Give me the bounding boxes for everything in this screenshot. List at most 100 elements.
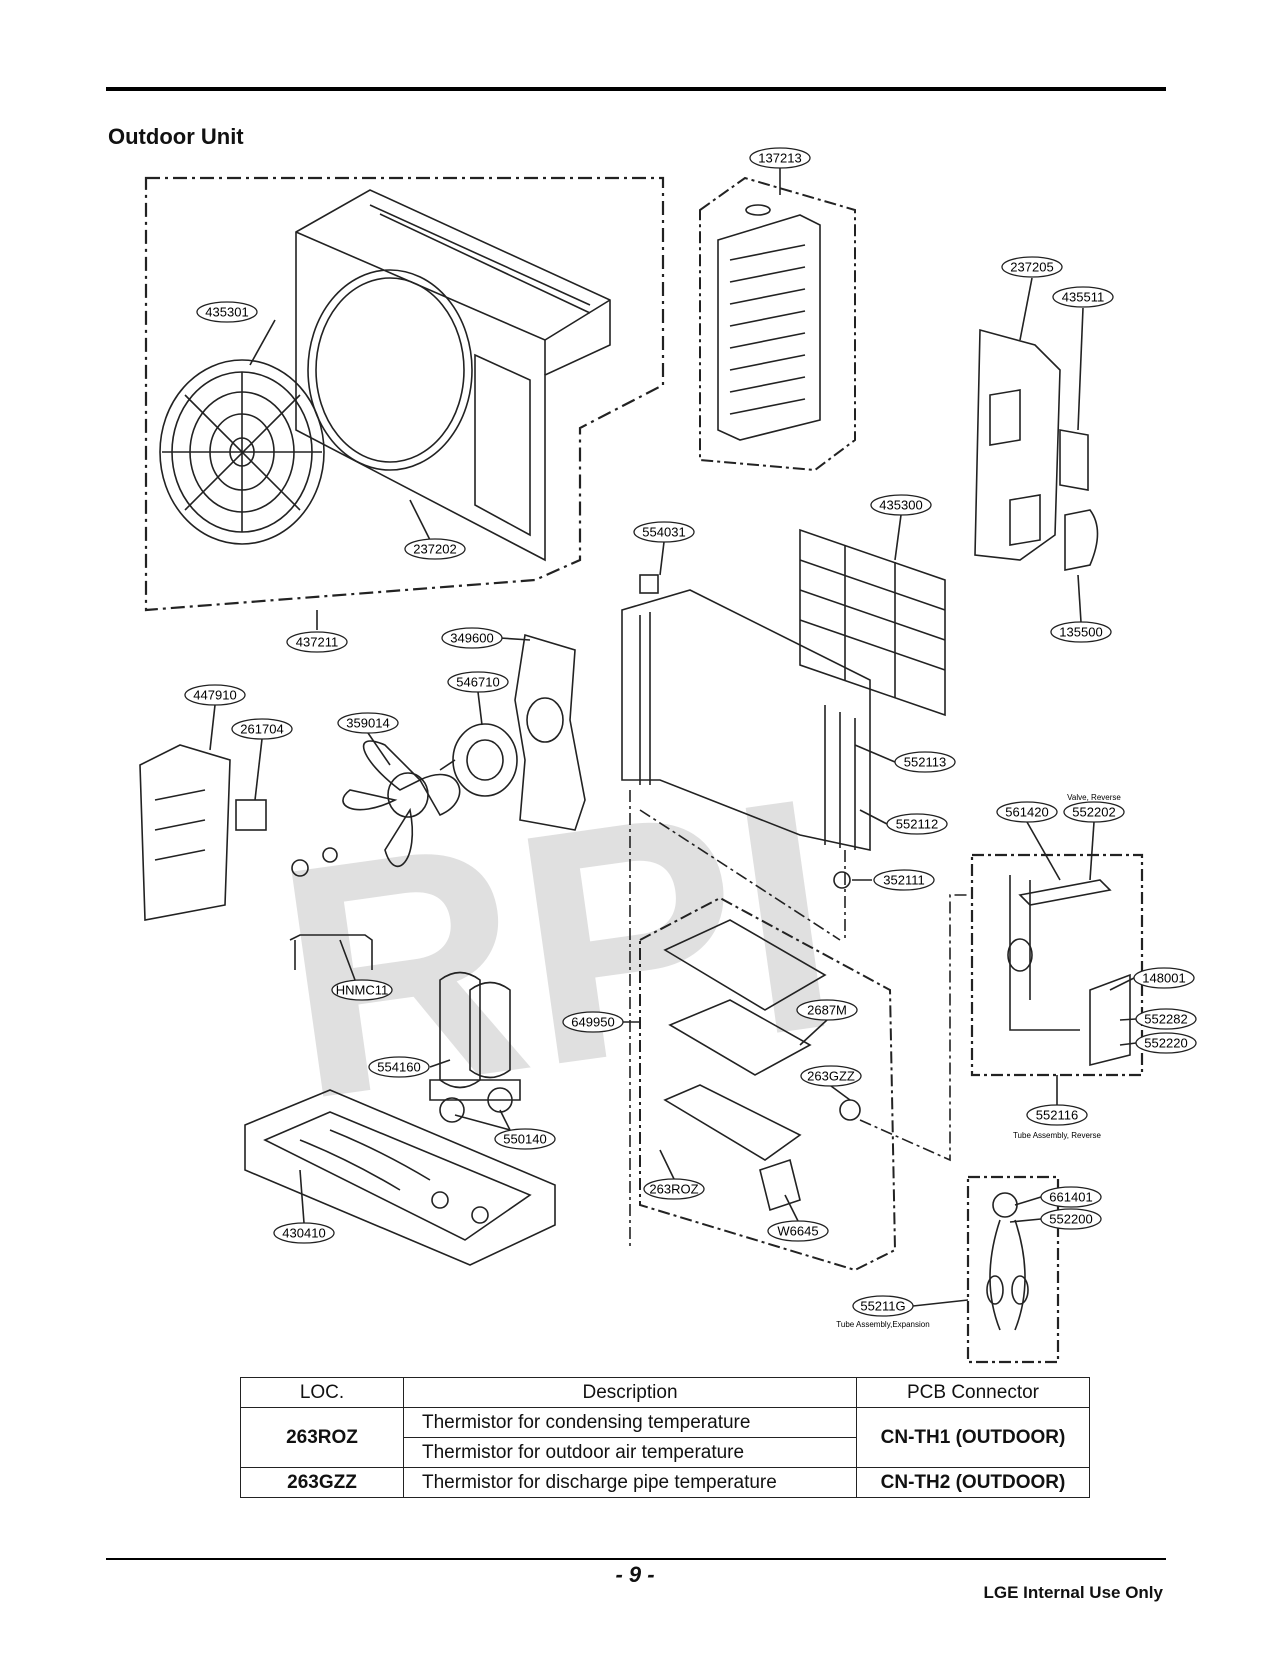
- callout-oval: [494, 1128, 556, 1150]
- description-cell: Thermistor for discharge pipe temperatur…: [403, 1467, 857, 1498]
- callout-label: 352111: [883, 873, 924, 888]
- callout-oval: [447, 671, 509, 693]
- side-panel-part: [699, 176, 856, 472]
- callout-label: 550140: [503, 1132, 546, 1147]
- callout-label: W6645: [777, 1224, 818, 1239]
- callout-oval: [1040, 1186, 1102, 1208]
- group-boundary-cabinet: [144, 176, 665, 612]
- condenser-coil-part: [621, 574, 871, 851]
- callout-oval: [331, 979, 393, 1001]
- thermistor-table: LOC. Description PCB Connector 263ROZ Th…: [240, 1377, 1090, 1498]
- compressor-part: [429, 971, 521, 1123]
- callout-label: 661401: [1049, 1190, 1092, 1205]
- callout-661401: 661401: [1040, 1186, 1102, 1208]
- callout-label: 552112: [896, 817, 938, 832]
- callout-oval: [196, 301, 258, 323]
- callout-label: 349600: [450, 631, 493, 646]
- callout-2687M: 2687M: [796, 999, 858, 1021]
- exploded-view-diagram: RPI: [139, 147, 1197, 1364]
- callout-label: 552220: [1144, 1036, 1187, 1051]
- callout-oval: [643, 1178, 705, 1200]
- expansion-valve-assembly: [966, 1175, 1060, 1364]
- callout-435511: 435511: [1052, 286, 1114, 308]
- page-number: - 9 -: [615, 1562, 655, 1587]
- callout-label: 437211: [296, 635, 338, 650]
- callout-oval: [562, 1011, 624, 1033]
- callout-oval: [337, 712, 399, 734]
- callout-oval: [894, 751, 956, 773]
- callout-oval: [441, 627, 503, 649]
- callout-label: 552200: [1049, 1212, 1092, 1227]
- callout-label: 135500: [1059, 625, 1102, 640]
- callout-263ROZ: 263ROZ: [643, 1178, 705, 1200]
- callout-oval: [368, 1056, 430, 1078]
- callout-261704: 261704: [231, 718, 293, 740]
- table-header-row: LOC. Description PCB Connector: [240, 1377, 1090, 1408]
- callout-oval: [231, 718, 293, 740]
- callout-352111: 352111: [873, 869, 935, 891]
- control-box-part: [639, 896, 897, 1272]
- callout-label: 237202: [413, 542, 456, 557]
- callout-W6645: W6645: [767, 1220, 829, 1242]
- base-pan-part: [244, 1089, 556, 1266]
- callout-554160: 554160: [368, 1056, 430, 1078]
- connector-cell: CN-TH1 (OUTDOOR): [856, 1407, 1090, 1468]
- callout-oval: [273, 1222, 335, 1244]
- description-cell: Thermistor for outdoor air temperature: [403, 1437, 857, 1468]
- callout-label: 263GZZ: [807, 1069, 855, 1084]
- callout-oval: [1026, 1104, 1088, 1126]
- callout-oval: [1040, 1208, 1102, 1230]
- header-pcb-connector: PCB Connector: [856, 1377, 1090, 1408]
- callout-oval: [1050, 621, 1112, 643]
- callout-552113: 552113: [894, 751, 956, 773]
- callout-label: 435301: [205, 305, 248, 320]
- callout-label: 237205: [1010, 260, 1053, 275]
- callout-561420: 561420: [996, 801, 1058, 823]
- callout-label: 546710: [456, 675, 499, 690]
- callout-137213: 137213: [749, 147, 811, 169]
- callout-oval: [1133, 967, 1195, 989]
- callout-label: 552282: [1144, 1012, 1187, 1027]
- callout-label: 552116: [1036, 1108, 1078, 1123]
- callout-label: 561420: [1005, 805, 1048, 820]
- callout-55211G: 55211G: [852, 1295, 914, 1317]
- callout-label: 649950: [571, 1015, 614, 1030]
- table-row: Thermistor for outdoor air temperature: [241, 1437, 1090, 1468]
- callout-label: 430410: [282, 1226, 325, 1241]
- callout-oval: [286, 631, 348, 653]
- callout-435301: 435301: [196, 301, 258, 323]
- callout-552202: 552202: [1063, 801, 1125, 823]
- table-row: 263GZZ Thermistor for discharge pipe tem…: [240, 1467, 1090, 1498]
- callout-435300: 435300: [870, 494, 932, 516]
- callout-oval: [852, 1295, 914, 1317]
- callout-148001: 148001: [1133, 967, 1195, 989]
- callout-349600: 349600: [441, 627, 503, 649]
- callout-430410: 430410: [273, 1222, 335, 1244]
- bottom-rule: [106, 1558, 1166, 1560]
- callout-oval: [404, 538, 466, 560]
- loc-cell: 263ROZ: [240, 1407, 404, 1468]
- callout-oval: [1135, 1008, 1197, 1030]
- callout-237202: 237202: [404, 538, 466, 560]
- callout-HNMC11: HNMC11: [331, 979, 393, 1001]
- description-cell: Thermistor for condensing temperature: [403, 1407, 857, 1438]
- callout-oval: [796, 999, 858, 1021]
- top-rule: [106, 87, 1166, 91]
- callout-237205: 237205: [1001, 256, 1063, 278]
- callout-label: 137213: [758, 151, 801, 166]
- callout-label: 435511: [1062, 290, 1104, 305]
- callout-label: 55211G: [860, 1299, 905, 1314]
- connector-cell: CN-TH2 (OUTDOOR): [856, 1467, 1090, 1498]
- callout-550140: 550140: [494, 1128, 556, 1150]
- callout-135500: 135500: [1050, 621, 1112, 643]
- page-title: Outdoor Unit: [108, 124, 244, 149]
- right-panel-part: [974, 328, 1099, 571]
- callout-oval: [1063, 801, 1125, 823]
- callout-label: HNMC11: [336, 983, 389, 998]
- cabinet-part: [295, 189, 611, 562]
- callout-oval: [1001, 256, 1063, 278]
- header-description: Description: [403, 1377, 857, 1408]
- tube-assembly-expansion-note: Tube Assembly,Expansion: [836, 1320, 929, 1329]
- watermark: RPI: [260, 727, 856, 1169]
- callout-label: 552202: [1072, 805, 1115, 820]
